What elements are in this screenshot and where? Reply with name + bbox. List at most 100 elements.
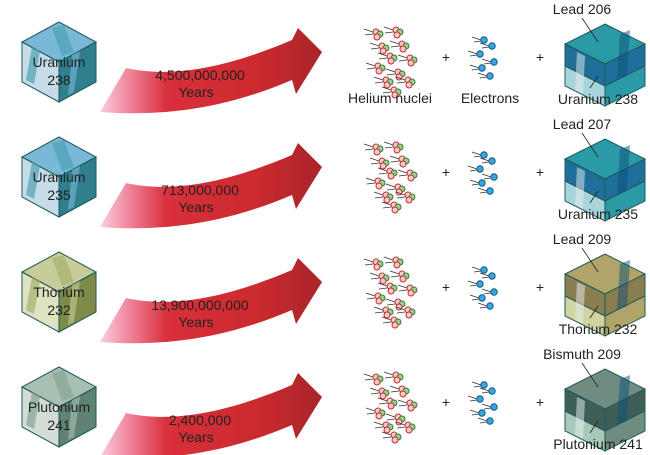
cube-stripe [26,392,40,429]
cube-right-bottom-face [604,295,646,337]
motion-line [386,418,396,421]
motion-line [386,188,396,191]
half-life-unit: Years [178,84,213,100]
leader-line [581,362,599,388]
motion-line [469,169,478,172]
motion-line [481,46,490,49]
proton [393,376,401,384]
motion-line [481,276,490,279]
proton [379,277,387,285]
proton [375,67,383,75]
parent-isotope-cube [20,366,98,448]
half-life-value: 2,400,000 [169,412,231,428]
motion-line [483,62,492,65]
motion-line [369,387,380,392]
motion-line [373,76,384,81]
motion-line [389,270,400,275]
motion-line [397,284,408,289]
product-cube [563,368,647,452]
parent-isotope-cube [20,136,98,218]
motion-line [481,161,490,164]
proton [373,378,381,386]
motion-line [471,381,482,386]
motion-line [389,385,400,390]
half-life-unit: Years [178,429,213,445]
motion-line [469,54,478,57]
motion-line [383,141,394,146]
proton [393,261,401,269]
cube-stripe [52,370,74,401]
motion-line [398,404,408,407]
motion-line [383,256,394,261]
parent-isotope-cube [20,251,98,333]
motion-line [398,174,408,177]
electron [478,64,486,72]
motion-line [471,183,480,186]
electrons-icon [467,36,498,80]
cube-stripe [575,282,585,324]
proton [391,206,399,214]
proton [379,162,387,170]
proton [373,33,381,41]
motion-line [467,50,478,55]
motion-line [473,270,482,273]
cube-right-bottom-face [604,65,646,107]
leader-line [589,420,599,434]
cube-stripe [68,51,80,95]
cube-stripe [575,397,585,439]
motion-line [395,76,406,81]
motion-line [384,146,394,149]
motion-line [365,292,376,297]
cube-stripe [575,167,585,209]
electron [488,42,496,50]
daughter-product-label: Bismuth 209 [543,346,621,362]
proton [391,321,399,329]
motion-line [370,162,380,165]
motion-line [366,297,376,300]
half-life-arrow [100,258,322,344]
electron [490,288,498,296]
proton [407,404,415,412]
motion-line [370,47,380,50]
motion-line [479,272,490,277]
plus-sign: + [442,49,450,65]
plus-sign: + [442,164,450,180]
proton [407,59,415,67]
electron [478,409,486,417]
plus-sign: + [536,164,544,180]
motion-line [370,277,380,280]
electron [476,165,484,173]
proton [399,45,407,53]
proton [391,91,399,99]
plus-sign: + [536,279,544,295]
motion-line [477,72,488,77]
proton [393,31,401,39]
motion-line [396,196,406,199]
motion-line [364,33,374,36]
motion-line [390,390,400,393]
half-life-arrow [101,373,322,455]
motion-line [396,311,406,314]
motion-line [390,275,400,278]
motion-line [383,371,394,376]
motion-line [383,26,394,31]
motion-line [477,417,488,422]
motion-line [397,399,408,404]
motion-line [382,321,392,324]
motion-line [382,206,392,209]
motion-line [389,155,400,160]
motion-line [381,86,392,91]
motion-line [385,183,396,188]
proton [405,426,413,434]
electrons-label: Electrons [461,90,519,106]
motion-line [377,167,388,172]
electrons-icon [467,151,498,195]
motion-line [469,64,480,69]
motion-line [469,409,480,414]
proton [383,426,391,434]
motion-line [364,148,374,151]
proton [391,436,399,444]
motion-line [365,407,376,412]
